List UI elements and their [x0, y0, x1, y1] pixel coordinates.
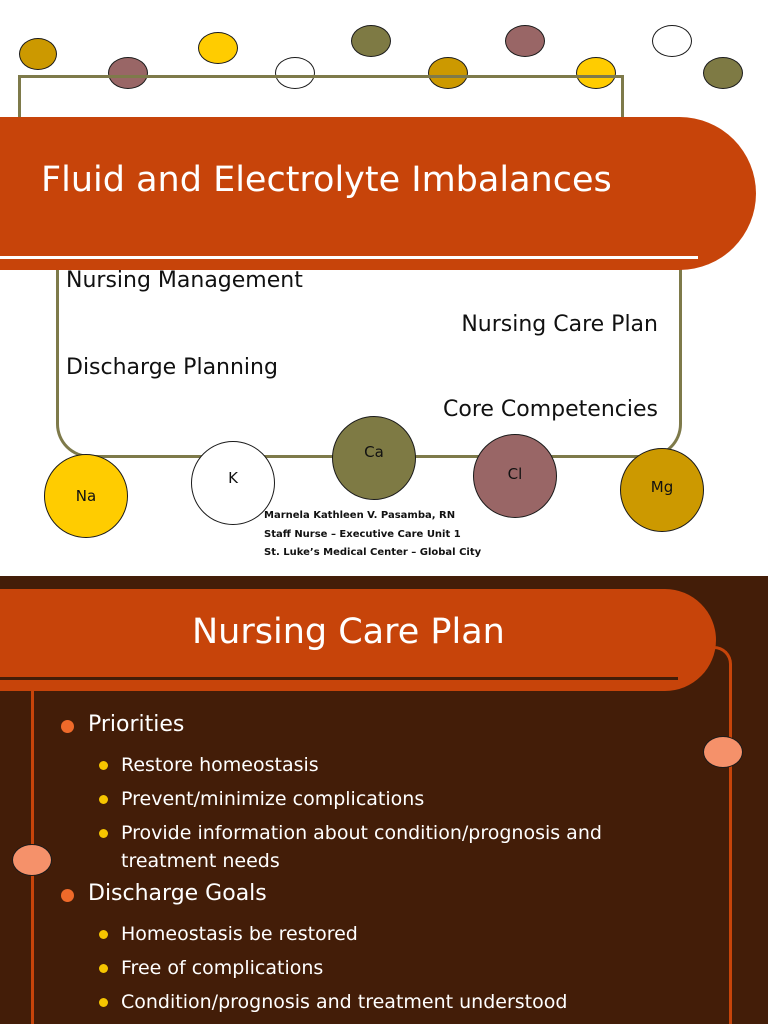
author-name: Marnela Kathleen V. Pasamba, RN: [264, 510, 456, 521]
decor-dot: [652, 25, 692, 57]
list-item: Provide information about condition/prog…: [99, 819, 681, 875]
section-heading-discharge-goals: Discharge Goals: [61, 881, 267, 906]
page-title: Fluid and Electrolyte Imbalances: [41, 160, 612, 200]
accent-dot: [12, 844, 52, 876]
list-item: Restore homeostasis: [99, 751, 681, 779]
decor-dot: [505, 25, 545, 57]
decor-dot: [198, 32, 238, 64]
bullet-icon: [99, 829, 108, 838]
decor-dot: [428, 57, 468, 89]
title-underline: [0, 677, 678, 680]
decor-dot: [108, 57, 148, 89]
list-item: Free of complications: [99, 954, 681, 982]
electrolyte-ca-circle: Ca: [332, 416, 416, 500]
slide-nursing-care-plan: Nursing Care Plan Priorities Restore hom…: [0, 576, 768, 1024]
decor-dot: [275, 57, 315, 89]
page-title: Nursing Care Plan: [192, 612, 505, 652]
list-item: Condition/prognosis and treatment unders…: [99, 988, 681, 1016]
bullet-icon: [61, 889, 74, 902]
bullet-icon: [61, 720, 74, 733]
title-bar: [0, 589, 716, 691]
title-bar: [0, 117, 756, 270]
decor-dot: [351, 25, 391, 57]
decor-dot: [19, 38, 57, 70]
list-item: Prevent/minimize complications: [99, 785, 681, 813]
bullet-icon: [99, 998, 108, 1007]
electrolyte-na-circle: Na: [44, 454, 128, 538]
accent-dot: [703, 736, 743, 768]
slide-title: Fluid and Electrolyte Imbalances Nursing…: [0, 25, 756, 558]
menu-core-competencies[interactable]: Core Competencies: [443, 397, 658, 422]
electrolyte-cl-circle: Cl: [473, 434, 557, 518]
decor-dot: [703, 57, 743, 89]
bullet-icon: [99, 964, 108, 973]
menu-nursing-care-plan[interactable]: Nursing Care Plan: [461, 312, 658, 337]
bullet-icon: [99, 930, 108, 939]
author-position: Staff Nurse – Executive Care Unit 1: [264, 529, 461, 540]
electrolyte-mg-circle: Mg: [620, 448, 704, 532]
bullet-icon: [99, 761, 108, 770]
list-item: Homeostasis be restored: [99, 920, 681, 948]
decor-line-right: [714, 646, 732, 1024]
section-heading-priorities: Priorities: [61, 712, 184, 737]
top-frame: [18, 75, 624, 155]
electrolyte-k-circle: K: [191, 441, 275, 525]
author-organization: St. Luke’s Medical Center – Global City: [264, 547, 482, 558]
bullet-icon: [99, 795, 108, 804]
menu-discharge-planning[interactable]: Discharge Planning: [66, 355, 278, 380]
title-underline: [0, 256, 698, 259]
menu-nursing-management[interactable]: Nursing Management: [66, 268, 303, 293]
decor-dot: [576, 57, 616, 89]
